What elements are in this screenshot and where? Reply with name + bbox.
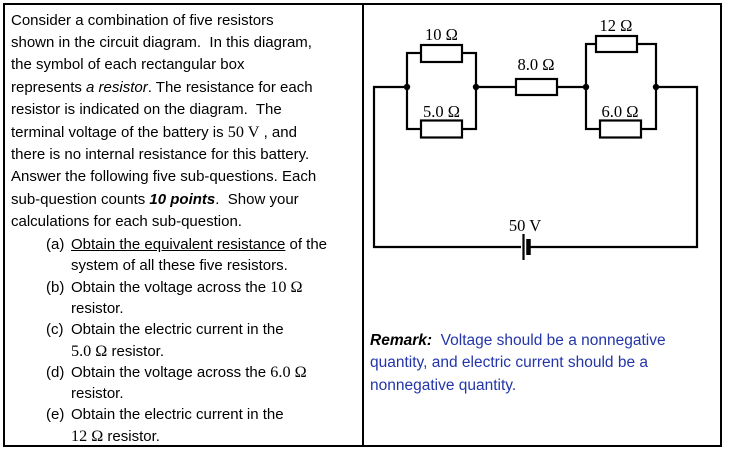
problem-text-2: . The resistance for each resistor is in… [11,78,313,142]
subquestion-a: (a) Obtain the equivalent resistance of t… [11,234,356,277]
subquestion-c: (c) Obtain the electric current in the 5.… [11,319,356,362]
subquestion-c-text: Obtain the electric current in the 5.0 Ω… [71,321,284,360]
problem-text-4: . Show your calculations for each sub-qu… [11,190,299,230]
subquestion-b-text: Obtain the voltage across the 10 Ω resis… [71,277,303,317]
problem-text-1: Consider a combination of five resistors… [11,12,312,96]
subquestion-d-label: (d) [46,363,65,381]
problem-table: Consider a combination of five resistors… [3,3,722,447]
problem-text-3: , and there is no internal resistance fo… [11,124,317,208]
subquestion-a-text: Obtain the equivalent resistance of the … [71,236,328,275]
resistor-label-8ohm: 8.0 Ω [517,55,554,74]
wire-right-loop [530,85,699,249]
resistor-label-12ohm: 12 Ω [600,16,633,35]
resistor-box-10ohm [419,43,464,64]
subquestion-list: (a) Obtain the equivalent resistance of t… [11,234,356,445]
resistor-label-10ohm: 10 Ω [425,25,458,44]
problem-text-italic: a resistor [86,78,148,96]
remark-label: Remark: [370,332,433,349]
subquestion-d: (d) Obtain the voltage across the 6.0 Ω r… [11,362,356,405]
resistor-label-5ohm: 5.0 Ω [423,102,460,121]
resistor-box-5ohm [419,119,464,139]
resistor-box-8ohm [514,77,559,97]
points-emphasis: 10 points [149,190,216,208]
battery-voltage-inline: 50 V [227,123,260,142]
resistor-box-6ohm [598,119,643,139]
wire-left-loop [372,85,521,249]
subquestion-c-label: (c) [46,321,64,339]
junction-dot-2 [472,83,480,91]
resistor-label-6ohm: 6.0 Ω [601,102,638,121]
problem-statement: Consider a combination of five resistors… [11,10,356,233]
subquestion-e-label: (e) [46,406,65,424]
subquestion-a-label: (a) [46,236,65,254]
junction-dot-1 [403,83,411,91]
subquestion-e-text: Obtain the electric current in the 12 Ω … [71,406,284,445]
remark-text: Voltage should be a nonnegative quantity… [370,332,666,394]
battery-voltage-label: 50 V [509,216,541,235]
diagram-cell: 10 Ω 5.0 Ω 8.0 Ω 12 Ω 6.0 Ω 50 V Remark:… [364,5,720,445]
remark-note: Remark: Voltage should be a nonnegative … [370,330,716,397]
problem-text-cell: Consider a combination of five resistors… [5,5,364,445]
subquestion-e: (e) Obtain the electric current in the 12… [11,404,356,445]
junction-dot-3 [582,83,590,91]
subquestion-d-text: Obtain the voltage across the 6.0 Ω resi… [71,362,307,403]
subquestion-b: (b) Obtain the voltage across the 10 Ω re… [11,277,356,320]
circuit-diagram: 10 Ω 5.0 Ω 8.0 Ω 12 Ω 6.0 Ω 50 V [372,16,699,260]
resistor-box-12ohm [594,34,639,54]
subquestion-b-label: (b) [46,278,65,296]
junction-dot-4 [652,83,660,91]
